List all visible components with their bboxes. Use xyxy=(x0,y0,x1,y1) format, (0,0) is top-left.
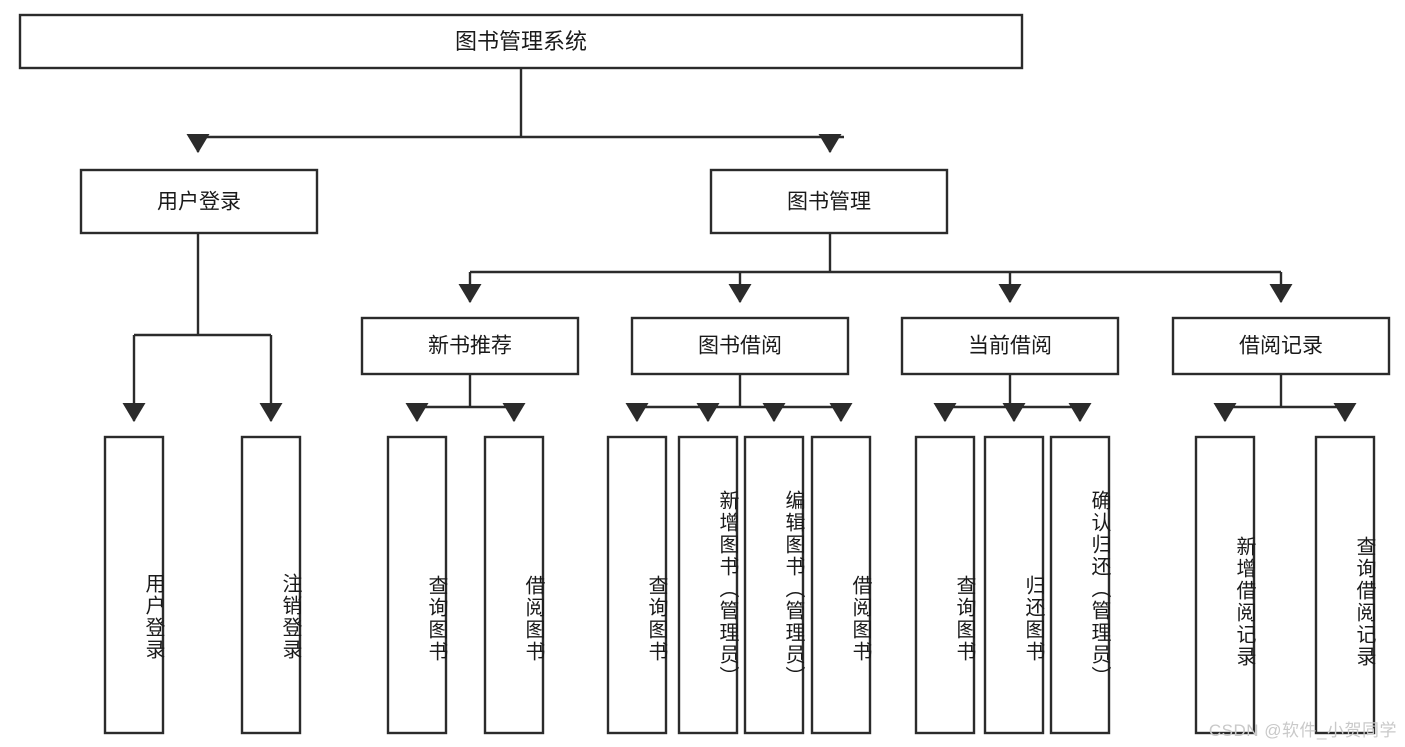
node-current-borrow[interactable]: 当前借阅 xyxy=(900,316,1120,376)
leaf-box-borrow-record-0[interactable] xyxy=(1194,435,1256,735)
connector-newbook-to-leaves xyxy=(405,374,526,423)
node-user-login[interactable]: 用户登录 xyxy=(79,168,319,235)
node-book-borrow[interactable]: 图书借阅 xyxy=(630,316,850,376)
leaf-box-book-borrow-3[interactable] xyxy=(810,435,872,735)
leaf-box-borrow-record-1[interactable] xyxy=(1314,435,1376,735)
connector-userlogin-to-leaves xyxy=(122,233,283,423)
node-new-book-recommend[interactable]: 新书推荐 xyxy=(360,316,580,376)
connector-currentborrow-to-leaves xyxy=(933,374,1092,423)
connector-bookborrow-to-leaves xyxy=(625,374,853,423)
node-root-system-label: 图书管理系统 xyxy=(455,29,587,54)
leaf-box-current-borrow-0[interactable] xyxy=(914,435,976,735)
csdn-watermark: CSDN @软件_小贺同学 xyxy=(1208,721,1397,740)
node-new-book-recommend-label: 新书推荐 xyxy=(428,335,512,358)
leaf-box-book-borrow-1[interactable] xyxy=(677,435,739,735)
node-book-management[interactable]: 图书管理 xyxy=(709,168,949,235)
node-user-login-label: 用户登录 xyxy=(157,191,241,214)
leaf-box-book-borrow-0[interactable] xyxy=(606,435,668,735)
leaf-box-current-borrow-1[interactable] xyxy=(983,435,1045,735)
node-borrow-record-label: 借阅记录 xyxy=(1239,335,1323,358)
node-current-borrow-label: 当前借阅 xyxy=(968,335,1052,358)
leaf-box-current-borrow-2[interactable] xyxy=(1049,435,1111,735)
node-borrow-record[interactable]: 借阅记录 xyxy=(1171,316,1391,376)
leaf-box-user-login-0[interactable] xyxy=(103,435,165,735)
leaf-box-new-book-1[interactable] xyxy=(483,435,545,735)
leaf-box-book-borrow-2[interactable] xyxy=(743,435,805,735)
connector-bookmgmt-to-level2 xyxy=(458,233,1293,304)
node-book-management-label: 图书管理 xyxy=(787,191,871,214)
connector-borrowrecord-to-leaves xyxy=(1213,374,1357,423)
connector-root-to-level1 xyxy=(186,68,844,154)
leaf-box-user-login-1[interactable] xyxy=(240,435,302,735)
leaf-box-new-book-0[interactable] xyxy=(386,435,448,735)
node-book-borrow-label: 图书借阅 xyxy=(698,335,782,358)
node-root-system[interactable]: 图书管理系统 xyxy=(18,13,1024,70)
